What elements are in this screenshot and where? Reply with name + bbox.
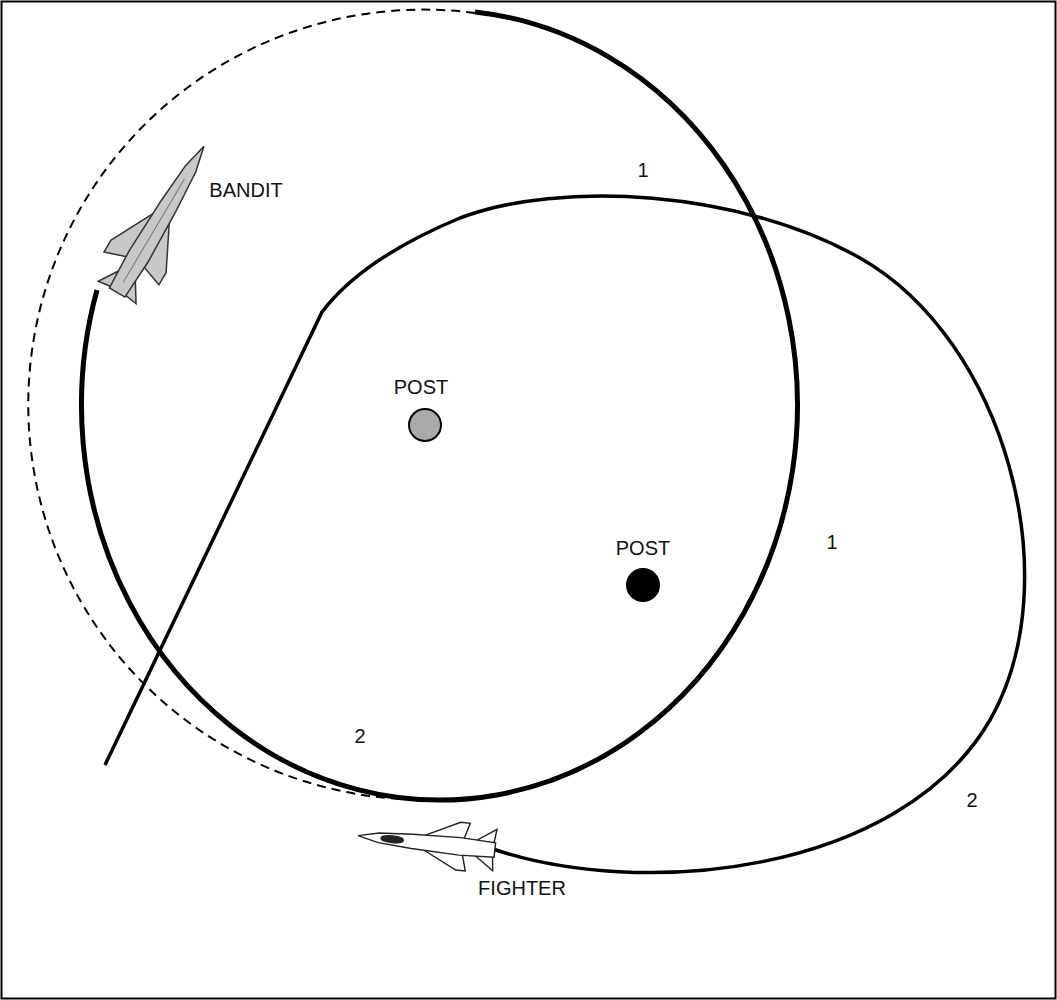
- callout-number: 2: [351, 725, 368, 748]
- post-marker: [409, 409, 441, 441]
- bandit-aircraft: [90, 130, 232, 309]
- post-marker: [627, 569, 659, 601]
- callout-number: 1: [634, 159, 651, 182]
- projected-path: [28, 10, 475, 800]
- post-label: POST: [613, 537, 673, 560]
- fighter-aircraft: [355, 812, 497, 874]
- aircraft-label: FIGHTER: [475, 877, 569, 900]
- bandit-turn-circle: [81, 12, 797, 800]
- callout-number: 2: [963, 789, 980, 812]
- callout-number: 1: [823, 531, 840, 554]
- aircraft-label: BANDIT: [206, 179, 285, 202]
- post-label: POST: [391, 376, 451, 399]
- fighter-turn-path: [105, 196, 1025, 873]
